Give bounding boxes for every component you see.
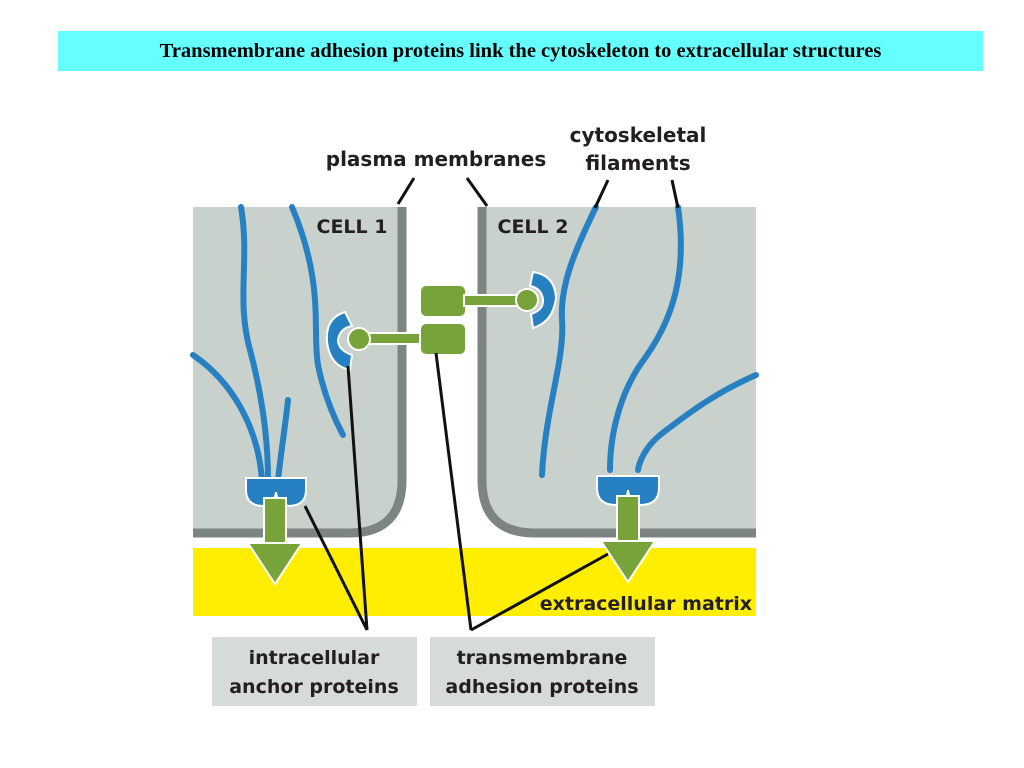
adhesion-protein-block-cell-1 — [419, 322, 467, 356]
adhesion-protein-head-cell-1 — [347, 327, 371, 351]
extracellular-matrix-label: extracellular matrix — [540, 593, 752, 615]
membrane-pointer-line — [465, 177, 489, 207]
anchor-proteins-label-line-1: intracellular — [249, 647, 380, 669]
adhesion-pointer-line — [434, 352, 473, 631]
cell-1-matrix-arrowhead — [246, 542, 304, 586]
cell-2-matrix-stem — [616, 495, 640, 545]
cell-2-side-anchor-protein — [528, 270, 558, 330]
filament-pointer-line — [670, 179, 680, 209]
adhesion-pointer-line — [470, 552, 609, 632]
cell-1-label: CELL 1 — [317, 216, 388, 238]
cell-1-filament — [289, 204, 346, 438]
membrane-pointer-line — [396, 177, 416, 205]
cell-2-filament — [607, 204, 684, 473]
adhesion-proteins-label-line-1: transmembrane — [457, 647, 628, 669]
adhesion-proteins-label-line-2: adhesion proteins — [445, 676, 638, 698]
adhesion-protein-head-cell-2 — [515, 288, 539, 312]
cell-1-matrix-stem — [263, 497, 287, 547]
anchor-proteins-label-box — [212, 637, 417, 706]
cell-2-label: CELL 2 — [498, 216, 569, 238]
anchor-pointer-line — [346, 365, 369, 631]
cell-1-bottom-anchor-protein — [245, 477, 307, 508]
slide-title: Transmembrane adhesion proteins link the… — [58, 31, 983, 71]
cytoskeletal-label: cytoskeletal — [570, 123, 707, 147]
cell-1-membrane — [193, 207, 407, 538]
cell-1-filament — [190, 352, 265, 483]
cell-2-matrix-arrowhead — [599, 540, 657, 584]
filaments-label: filaments — [585, 151, 690, 175]
cell-2-membrane — [477, 207, 756, 538]
cell-1-filament — [238, 204, 271, 483]
anchor-pointer-line — [303, 505, 369, 631]
plasma-membranes-label: plasma membranes — [326, 147, 547, 171]
adhesion-protein-stalk-cell-2 — [463, 294, 523, 307]
adhesion-protein-block-cell-2 — [419, 284, 467, 318]
cell-2-bottom-anchor-protein — [596, 475, 660, 507]
adhesion-proteins-label-box — [430, 637, 655, 706]
cell-1-filament — [275, 397, 291, 483]
filament-pointer-line — [593, 179, 610, 209]
cell-1-side-anchor-protein — [325, 310, 354, 372]
cell-2-filament — [539, 204, 599, 478]
cell-2-filament — [635, 372, 759, 473]
anchor-proteins-label-line-2: anchor proteins — [229, 676, 399, 698]
